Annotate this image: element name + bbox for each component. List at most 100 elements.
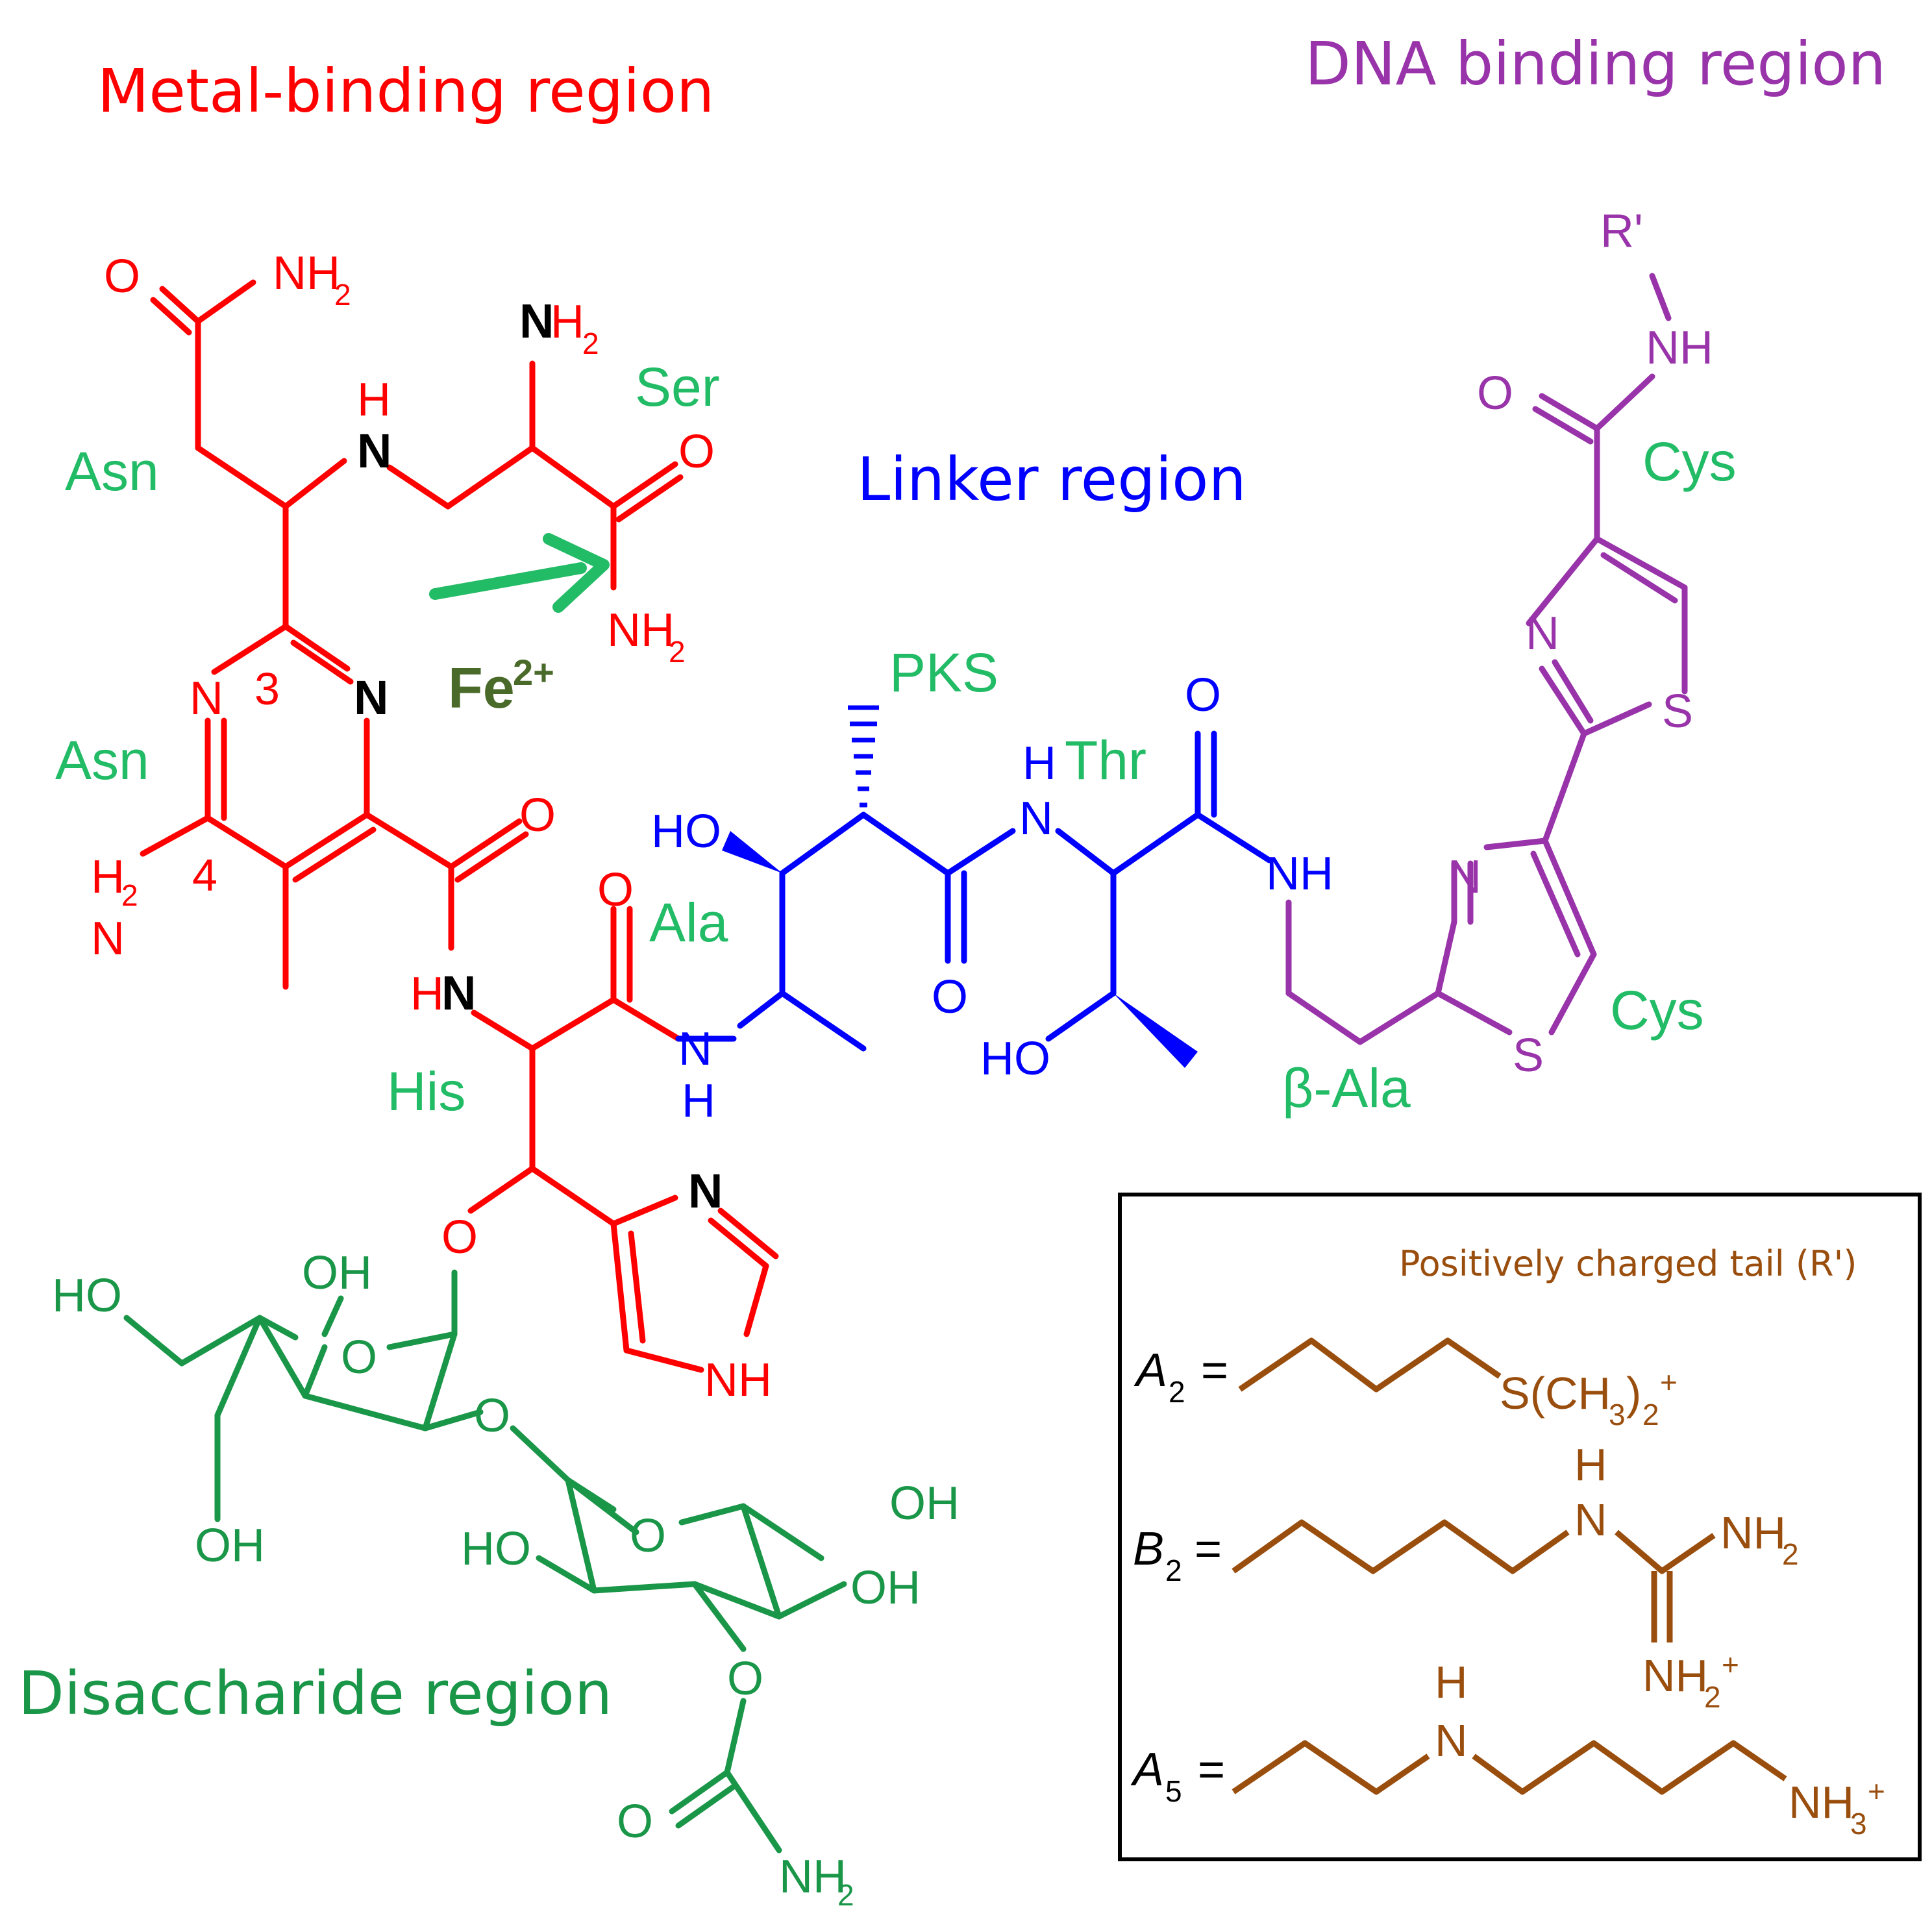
atom-oh-c6-mannose: OH: [889, 1478, 960, 1530]
atom-n-ring-right: N: [354, 671, 388, 725]
tail-a5-row: A 5 = H N NH 3 +: [1130, 1657, 1885, 1840]
atom-o-glycosidic-link: O: [474, 1390, 510, 1442]
tail-a5-eq: =: [1198, 1744, 1225, 1796]
tail-b2-nh2plus: NH: [1642, 1650, 1708, 1701]
atom-h2-ser-amine-sub: 2: [582, 327, 599, 360]
tail-a2-chain: [1238, 1337, 1502, 1393]
atom-n-ring-left: N: [190, 673, 223, 725]
ring-position-4: 4: [192, 850, 217, 900]
residue-label-asn-bottom: Asn: [55, 730, 149, 791]
residue-label-pks: PKS: [889, 642, 998, 703]
atom-r-prime: R': [1600, 205, 1643, 257]
tail-a5-chain-left: [1232, 1740, 1430, 1795]
atom-h2-amino: H: [91, 851, 125, 903]
atom-o-carbamate-ester: O: [727, 1653, 763, 1705]
tail-a5-n: N: [1435, 1715, 1468, 1766]
atom-nh2-asn-amide: NH: [273, 247, 340, 299]
linker-region-title: Linker region: [857, 445, 1246, 514]
atom-h2-ser-amine: H: [551, 296, 584, 348]
residue-label-asn-top: Asn: [65, 441, 159, 502]
tail-a5-charge: +: [1868, 1774, 1885, 1808]
metal-coordination-arrow: [429, 533, 610, 613]
atom-nh2-carbamate-sub: 2: [837, 1878, 854, 1912]
atom-oh-c4-mannose: OH: [850, 1562, 921, 1614]
atom-ho-c2-mannose: HO: [461, 1523, 531, 1575]
atom-o-ring-gulose: O: [341, 1332, 377, 1383]
tail-b2-nh2-sub: 2: [1782, 1537, 1799, 1571]
tail-box: [1118, 1193, 1922, 1861]
tail-b2-row: B 2 = H N NH 2 NH 2 +: [1133, 1439, 1799, 1714]
atom-ho-thr: HO: [980, 1033, 1050, 1085]
atom-h-ala-amide: H: [682, 1075, 715, 1127]
atom-h2-amino-sub: 2: [121, 878, 138, 912]
tail-b2-charge: +: [1722, 1648, 1739, 1681]
atom-o-ring-amide: O: [519, 789, 556, 841]
tail-a2-sub2: 2: [1642, 1398, 1659, 1431]
hashed-bond-pks: [848, 705, 879, 808]
atom-nh-linker-end: NH: [1266, 848, 1333, 900]
tail-b2-n: N: [1574, 1494, 1607, 1545]
atom-n-imidazole: N: [688, 1164, 723, 1218]
dna-binding-region-title: DNA binding region: [1305, 29, 1886, 99]
atom-s-thiazole-lower: S: [1513, 1030, 1544, 1082]
atom-nh2-ser-amide-sub: 2: [669, 635, 686, 669]
ring-position-3: 3: [254, 663, 280, 714]
atom-nh2-ser-amide: NH: [607, 604, 675, 656]
tail-a2-row: A 2 = S(CH 3 ) 2 +: [1133, 1337, 1678, 1431]
atom-h-his-nh: H: [410, 968, 444, 1020]
atom-n-ala-amide: N: [678, 1023, 712, 1075]
atom-o-asn-amide: O: [104, 251, 140, 303]
atom-n-secondary-amine: N: [357, 424, 391, 478]
atom-ho-linker: HO: [651, 806, 721, 858]
tail-a5-chain-right: [1472, 1740, 1787, 1795]
residue-label-thr: Thr: [1065, 730, 1146, 791]
tail-a2-group: S(CH: [1500, 1368, 1611, 1419]
atom-s-thiazole-upper: S: [1662, 686, 1693, 737]
tail-a2-close: ): [1626, 1368, 1641, 1419]
wedge-bond-thr-ho: [722, 831, 782, 873]
atom-n-his-amide: N: [441, 966, 476, 1020]
tail-a5-nh3: NH: [1789, 1777, 1854, 1828]
metal-binding-bonds: [140, 279, 779, 1373]
atom-n-thiazole-lower: N: [1448, 851, 1481, 903]
residue-label-cys-bottom: Cys: [1610, 980, 1704, 1041]
tail-a2-letter: A: [1133, 1345, 1167, 1396]
tail-a2-sub3: 3: [1609, 1398, 1626, 1431]
tail-box-title: Positively charged tail (R'): [1399, 1243, 1857, 1284]
residue-label-his: His: [387, 1061, 465, 1122]
atom-h-secondary-amine: H: [357, 374, 391, 426]
disaccharide-region-title: Disaccharide region: [18, 1659, 612, 1728]
atom-o-cys-amide: O: [1477, 367, 1513, 419]
atom-nh-cys-amide: NH: [1646, 322, 1713, 374]
atom-n-thr-amide: N: [1019, 793, 1053, 845]
atom-o-ser-amide: O: [678, 426, 715, 478]
atom-nh2-carbamate: NH: [779, 1851, 847, 1903]
tail-a5-letter: A: [1130, 1744, 1164, 1796]
atom-o-ring-mannose: O: [630, 1510, 666, 1562]
tail-b2-nh2plus-sub: 2: [1704, 1680, 1721, 1714]
atom-o-glycoside: O: [441, 1211, 478, 1263]
residue-label-cys-top: Cys: [1642, 431, 1737, 492]
atom-h-thr-amide: H: [1022, 737, 1056, 789]
tail-a5-sub3: 3: [1850, 1807, 1867, 1840]
atom-ho-c6-gulose: HO: [52, 1270, 122, 1322]
atom-nh2-asn-amide-sub: 2: [334, 278, 351, 312]
tail-a2-eq: =: [1201, 1345, 1228, 1396]
atom-o-thr-carbonyl: O: [1185, 669, 1221, 721]
residue-label-ala: Ala: [649, 892, 728, 953]
tail-b2-h: H: [1574, 1439, 1607, 1490]
metal-ion-charge: 2+: [513, 652, 554, 693]
atom-n-ser-amine: N: [519, 294, 554, 348]
tail-b2-guanidine-bonds: [1615, 1530, 1716, 1574]
atom-n-amino: N: [91, 913, 125, 965]
residue-label-beta-ala: β-Ala: [1282, 1058, 1411, 1119]
linker-bonds: [675, 730, 1272, 1052]
disaccharide-bonds: [123, 1269, 847, 1853]
tail-b2-nh2: NH: [1720, 1507, 1786, 1558]
tail-a5-sub: 5: [1165, 1774, 1182, 1808]
atom-o-his-carbonyl: O: [597, 864, 634, 916]
wedge-bond-thr-methyl: [1113, 993, 1198, 1068]
tail-b2-letter: B: [1133, 1523, 1164, 1575]
dna-binding-bonds: [1285, 273, 1688, 1045]
